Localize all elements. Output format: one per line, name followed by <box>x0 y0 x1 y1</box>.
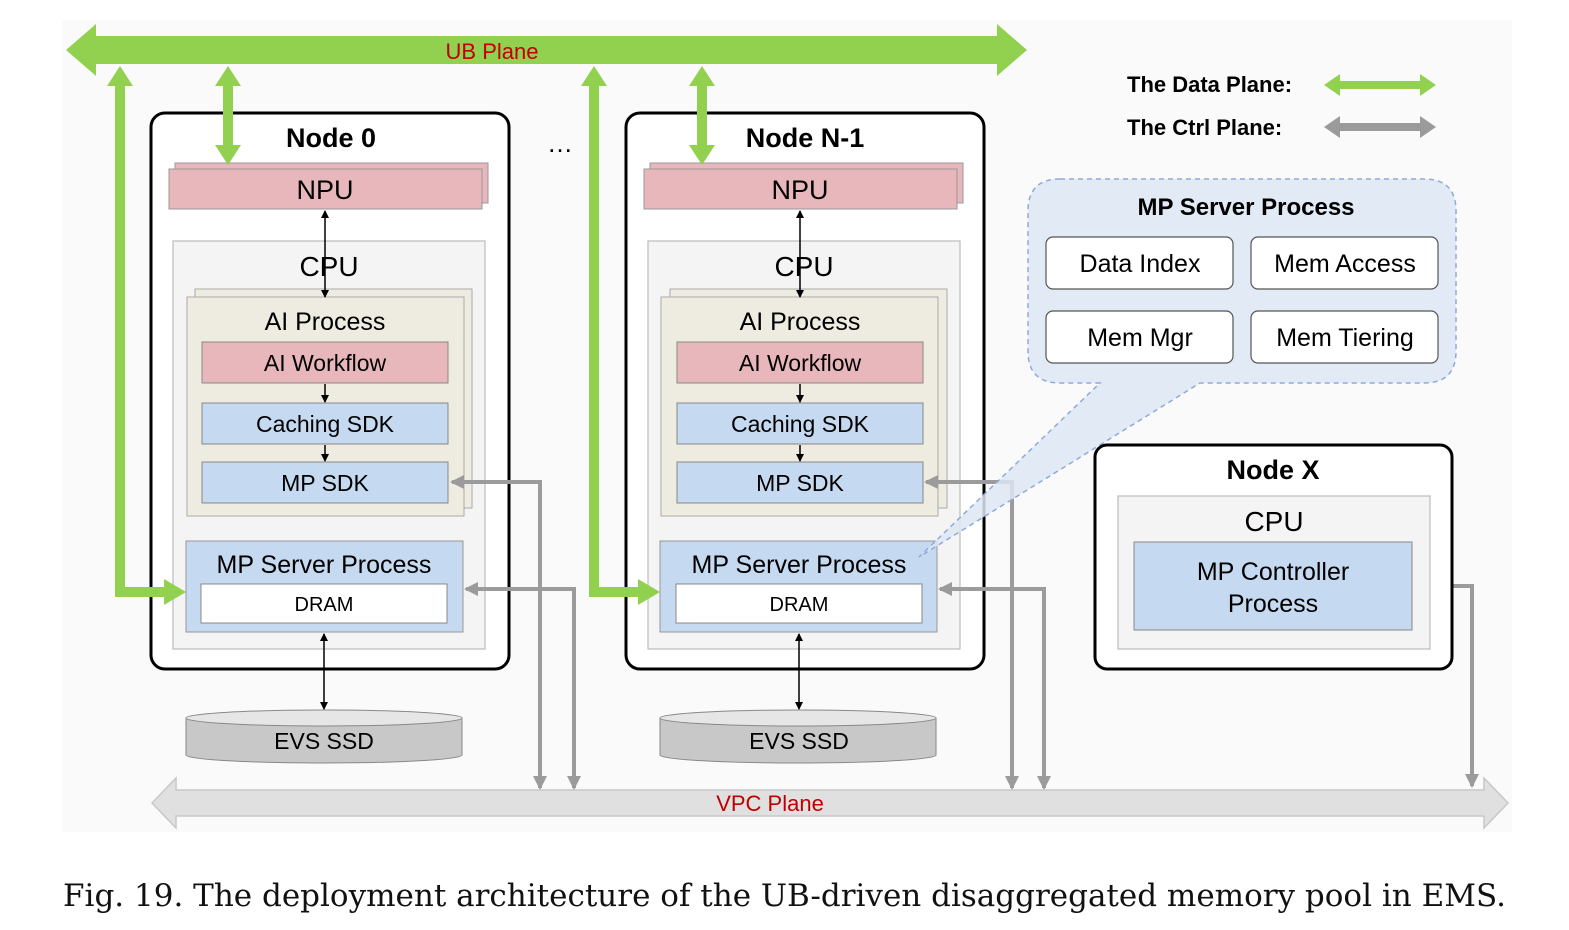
node-n-1-caching-sdk <box>676 402 924 445</box>
node-0-npu-label: NPU <box>296 175 353 205</box>
legend-data-plane-label: The Data Plane: <box>1127 72 1292 97</box>
data-plane-arrows <box>107 66 715 605</box>
callout-mem-access-label: Mem Access <box>1274 250 1416 278</box>
ub-plane-label: UB Plane <box>446 39 539 64</box>
node-x-cpu-label: CPU <box>1244 506 1303 537</box>
callout-data-index-label: Data Index <box>1080 250 1201 278</box>
node-x-controller <box>1133 541 1413 631</box>
node-0-caching-sdk <box>201 402 449 445</box>
vpc-plane: VPC Plane <box>150 776 1510 830</box>
node-n-1-ub-npu-arrow <box>689 66 715 165</box>
legend: The Data Plane: The Ctrl Plane: <box>1127 72 1436 140</box>
mp-server-callout: MP Server Process Data Index Mem Access … <box>918 178 1457 558</box>
node-0-title: Node 0 <box>286 123 376 153</box>
node-n-1-ai-workflow-label: AI Workflow <box>739 350 862 376</box>
node-0-npu <box>168 168 483 210</box>
node-n-1-mpserver-vpc-arrow <box>938 582 1051 790</box>
node-0-ai-workflow-label: AI Workflow <box>264 350 387 376</box>
node-0-caching-sdk-label: Caching SDK <box>256 411 395 437</box>
node-0-dram <box>200 583 448 624</box>
node-n-1-npu <box>643 168 958 210</box>
node-x-title: Node X <box>1226 455 1319 485</box>
node-0-cpu-label: CPU <box>299 251 358 282</box>
node-0-dram-label: DRAM <box>295 594 354 616</box>
legend-data-plane-arrow <box>1324 74 1436 96</box>
legend-ctrl-plane-label: The Ctrl Plane: <box>1127 115 1282 140</box>
node-0-mp-sdk-label: MP SDK <box>281 470 369 496</box>
node-0-mp-sdk <box>201 461 449 504</box>
node-n-1-dram-label: DRAM <box>770 594 829 616</box>
callout-data-index <box>1045 236 1234 290</box>
callout-mem-tiering <box>1250 310 1439 364</box>
vpc-plane-label: VPC Plane <box>716 791 824 816</box>
node-n-1-title: Node N-1 <box>746 123 865 153</box>
node-0-ssd: EVS SSD <box>185 709 463 764</box>
node-x-controller-line1: MP Controller <box>1197 558 1349 586</box>
node-n-1-cpu-label: CPU <box>774 251 833 282</box>
node-0-ub-mpserver-arrow <box>107 66 186 605</box>
legend-ctrl-plane-arrow <box>1324 116 1436 138</box>
callout-mem-tiering-label: Mem Tiering <box>1276 324 1414 352</box>
node-x-controller-line2: Process <box>1228 590 1318 618</box>
node-n-1-ssd: EVS SSD <box>659 709 937 764</box>
node-0-ai-process-label: AI Process <box>265 308 386 336</box>
node-n-1-caching-sdk-label: Caching SDK <box>731 411 870 437</box>
callout-mem-mgr <box>1045 310 1234 364</box>
callout-mem-mgr-label: Mem Mgr <box>1087 324 1193 352</box>
node-n-1-mp-sdk <box>676 461 924 504</box>
figure-caption: Fig. 19. The deployment architecture of … <box>63 878 1506 914</box>
ellipsis: … <box>547 128 573 158</box>
node-n-1-npu-label: NPU <box>771 175 828 205</box>
ub-plane: UB Plane <box>66 24 1027 76</box>
ub-plane-bar <box>66 24 1027 76</box>
node-n-1-dram <box>675 583 923 624</box>
node-0-mpserver-vpc-arrow <box>464 582 581 790</box>
node-0-ub-npu-arrow <box>215 66 241 165</box>
callout-mem-access <box>1250 236 1439 290</box>
node-n-1-ssd-label: EVS SSD <box>749 728 849 754</box>
node-n-1-ai-process-label: AI Process <box>740 308 861 336</box>
node-0-mp-server-label: MP Server Process <box>217 551 432 579</box>
node-x: Node X CPU MP Controller Process <box>1093 443 1454 671</box>
node-n-1-mp-server-label: MP Server Process <box>692 551 907 579</box>
node-0-ssd-label: EVS SSD <box>274 728 374 754</box>
node-n-1-ai-workflow <box>676 341 924 384</box>
node-0-ai-workflow <box>201 341 449 384</box>
vpc-plane-bar <box>150 776 1510 830</box>
node-0: Node 0 NPU CPU AI Process AI Workflow Ca… <box>149 111 511 764</box>
callout-title: MP Server Process <box>1137 194 1354 221</box>
node-n-1: Node N-1 NPU CPU AI Process AI Workflow … <box>624 111 986 764</box>
node-n-1-ub-mpserver-arrow <box>581 66 660 605</box>
node-n-1-mp-sdk-label: MP SDK <box>756 470 844 496</box>
ctrl-plane-arrows <box>450 475 1479 790</box>
